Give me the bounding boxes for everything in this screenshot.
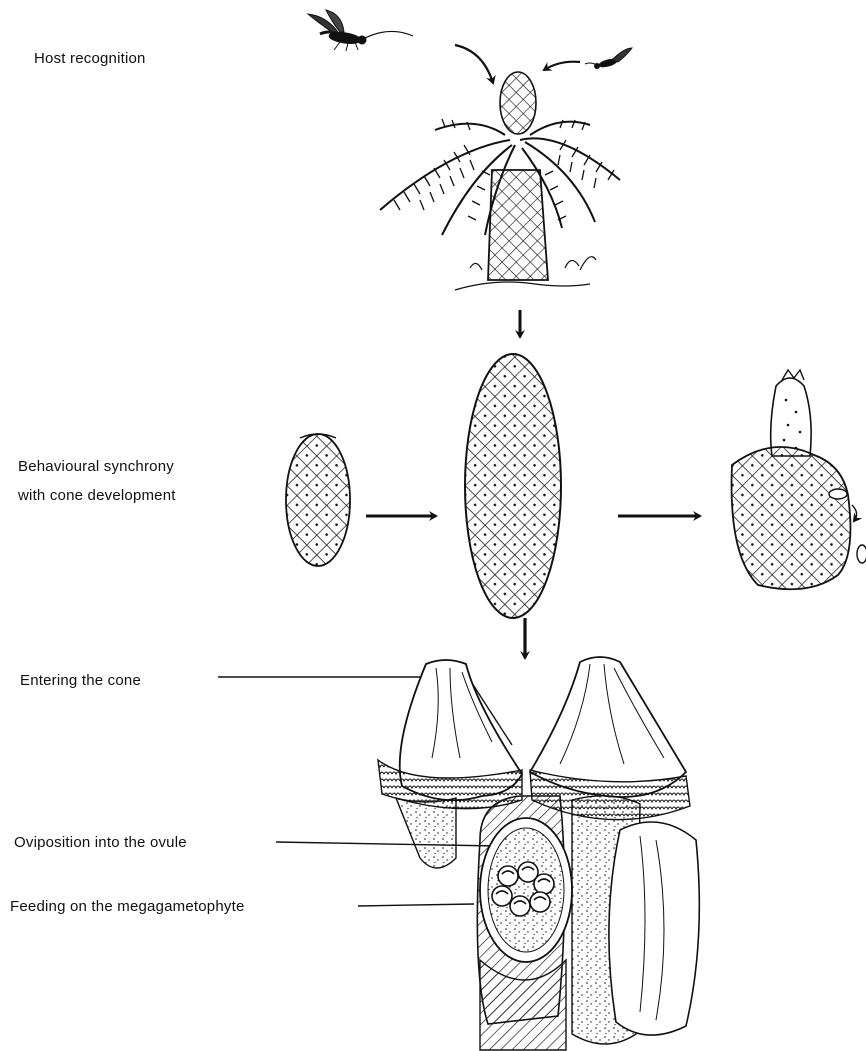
mature-cone-icon bbox=[465, 354, 561, 618]
leader-line-feeding bbox=[358, 904, 474, 906]
wasp-icon-small bbox=[585, 48, 632, 69]
insect-approach-arrow-left bbox=[455, 45, 493, 83]
young-cone-icon bbox=[286, 434, 350, 566]
wasp-icon-large bbox=[308, 10, 413, 51]
ovule-section-icon bbox=[378, 657, 699, 1050]
insect-approach-arrow-right bbox=[544, 62, 580, 70]
leader-line-oviposition bbox=[276, 842, 498, 846]
cycad-plant-icon bbox=[380, 72, 620, 290]
dehiscing-cone-icon bbox=[732, 370, 866, 589]
